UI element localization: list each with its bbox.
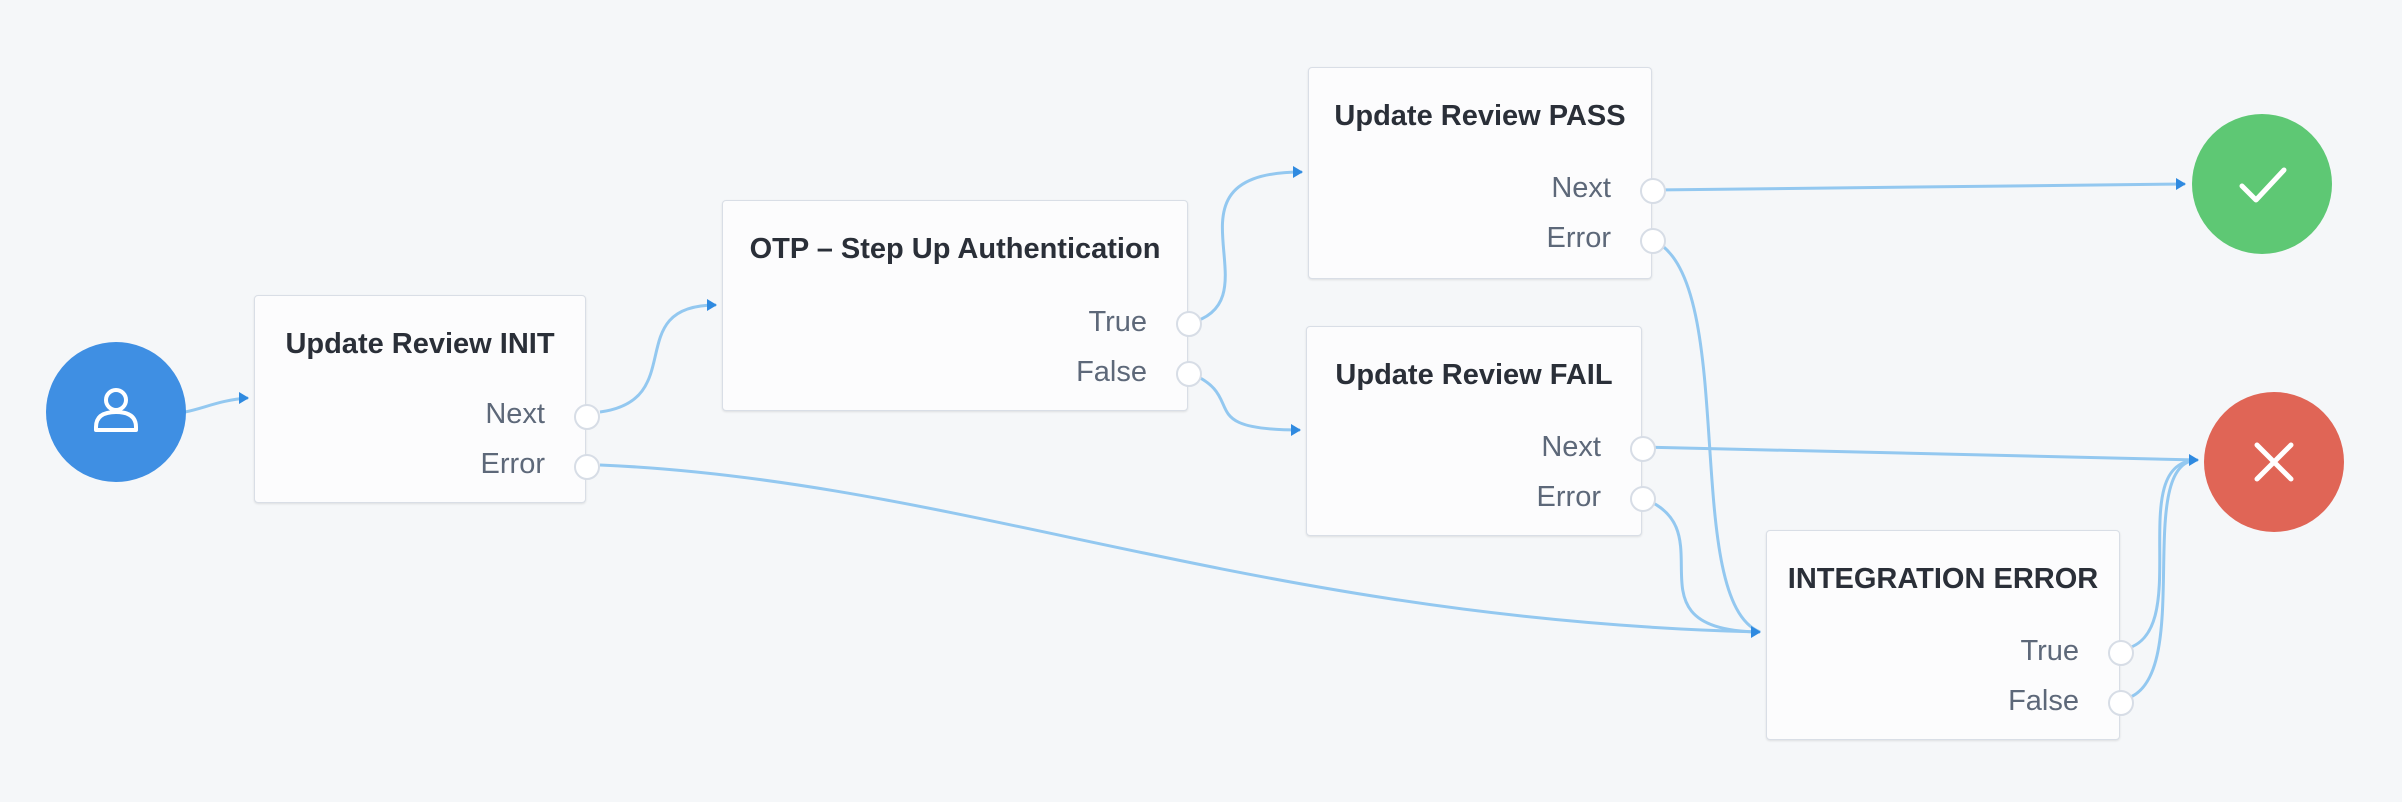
start-node[interactable] [46,342,186,482]
node-title: Update Review FAIL [1335,359,1613,391]
node-update-review-pass[interactable]: Update Review PASS Next Error [1308,67,1666,279]
link-fail-error-to-integration[interactable] [1641,496,1761,634]
outcome-port-next[interactable] [574,404,600,430]
node-otp-step-up[interactable]: OTP – Step Up Authentication True False [722,200,1202,411]
node-update-review-fail[interactable]: Update Review FAIL Next Error [1306,326,1656,536]
arrowhead [1291,424,1301,436]
node-title: OTP – Step Up Authentication [749,233,1161,265]
link-otp-true-to-pass[interactable] [1189,170,1303,325]
link-integration-false-to-failure[interactable] [2119,458,2199,702]
node-title: Update Review INIT [285,328,555,360]
outcome-port-true[interactable] [2108,640,2134,666]
node-title: INTEGRATION ERROR [1787,563,2099,595]
close-icon [2254,442,2294,482]
outcome-label-error: Error [1536,481,1601,513]
link-integration-true-to-failure[interactable] [2119,458,2199,652]
outcome-label-error: Error [1546,222,1611,254]
link-otp-false-to-fail[interactable] [1189,371,1301,432]
link-fail-next-to-failure[interactable] [1641,445,2199,462]
outcome-port-false[interactable] [2108,690,2134,716]
outcome-label-next: Next [485,398,545,430]
link-init-next-to-otp[interactable] [599,303,717,414]
arrowhead [239,392,249,404]
outcome-label-next: Next [1551,172,1611,204]
outcome-label-true: True [2020,635,2079,667]
node-update-review-init[interactable]: Update Review INIT Next Error [254,295,600,503]
outcome-port-error[interactable] [574,454,600,480]
outcome-label-true: True [1088,306,1147,338]
outcome-label-false: False [1076,356,1147,388]
arrowhead [1293,166,1303,178]
arrowhead [707,299,717,311]
link-pass-error-to-integration[interactable] [1652,238,1761,634]
arrowhead [2189,454,2199,466]
outcome-port-error[interactable] [1640,228,1666,254]
arrowhead [2176,178,2186,190]
outcome-label-next: Next [1541,431,1601,463]
user-icon [94,388,138,432]
node-title: Update Review PASS [1334,100,1626,132]
link-pass-next-to-success[interactable] [1652,182,2186,192]
outcome-label-false: False [2008,685,2079,717]
link-start-to-init[interactable] [184,396,249,414]
success-node[interactable] [2192,114,2332,254]
check-icon [2239,167,2287,203]
outcome-port-next[interactable] [1630,436,1656,462]
outcome-port-next[interactable] [1640,178,1666,204]
outcome-label-error: Error [480,448,545,480]
failure-node[interactable] [2204,392,2344,532]
outcome-port-true[interactable] [1176,311,1202,337]
node-integration-error[interactable]: INTEGRATION ERROR True False [1766,530,2134,740]
outcome-port-false[interactable] [1176,361,1202,387]
arrowhead [1751,626,1761,638]
outcome-port-error[interactable] [1630,486,1656,512]
